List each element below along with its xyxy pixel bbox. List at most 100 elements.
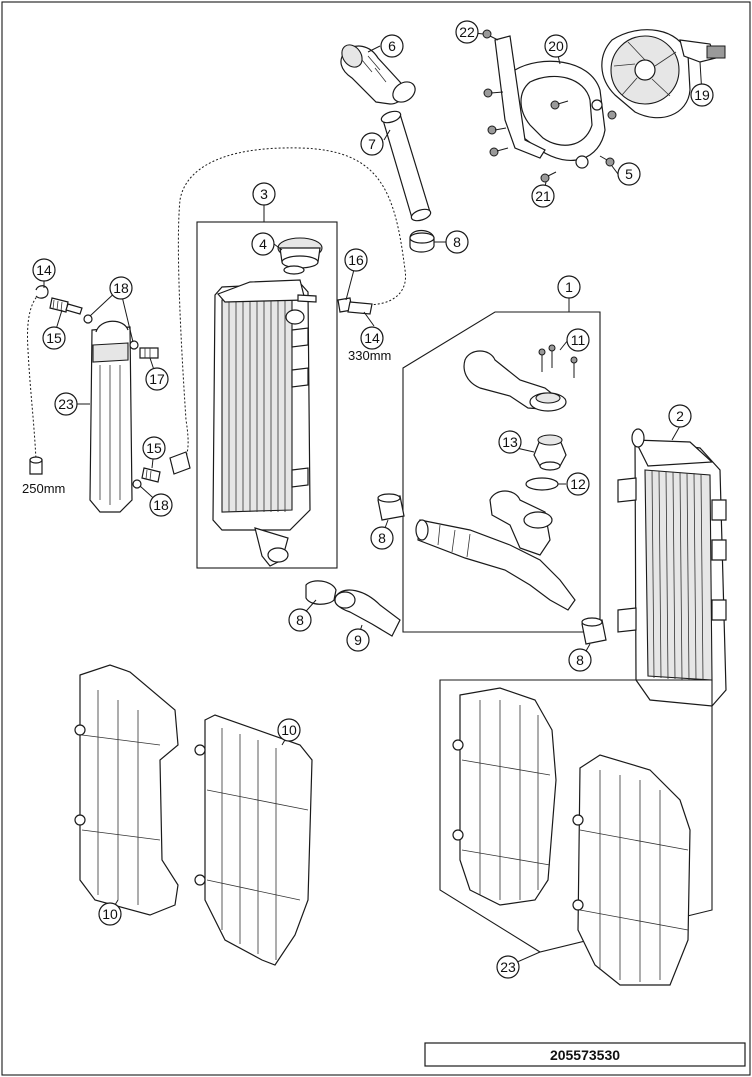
callout-8-a-label: 8 <box>453 234 461 250</box>
callout-23-a-label: 23 <box>58 396 74 412</box>
callout-15-b-label: 15 <box>146 440 162 456</box>
callout-19: 19 <box>690 83 714 107</box>
thermostat-housing-lower <box>415 490 576 611</box>
callout-16-circle <box>344 248 368 272</box>
radiator-hose <box>334 589 401 637</box>
callout-1-circle <box>557 275 581 299</box>
callout-4: 4 <box>251 232 275 256</box>
hose-nipple-lower <box>132 467 161 489</box>
callout-18-a: 18 <box>109 276 133 300</box>
hose-clamp-lower <box>305 580 337 605</box>
callout-12-label: 12 <box>570 476 586 492</box>
callout-4-circle <box>251 232 275 256</box>
callout-23-b-label: 23 <box>500 959 516 975</box>
radiator-guard-left <box>74 664 179 916</box>
callout-20-label: 20 <box>548 38 564 54</box>
callout-10-b-circle <box>277 718 301 742</box>
callout-4-label: 4 <box>259 236 267 252</box>
callout-2-circle <box>668 404 692 428</box>
callout-8-b-circle <box>370 526 394 550</box>
callout-1-label: 1 <box>565 279 573 295</box>
callout-10-a: 10 <box>98 902 122 926</box>
callout-22-label: 22 <box>459 24 475 40</box>
radiator-cap <box>277 237 323 275</box>
callout-9-label: 9 <box>354 632 362 648</box>
left-radiator <box>212 279 317 567</box>
callout-8-d-label: 8 <box>296 612 304 628</box>
callout-8-c-label: 8 <box>576 652 584 668</box>
callout-8-c: 8 <box>568 648 592 672</box>
callout-23-b: 23 <box>496 955 520 979</box>
thermostat-screws <box>538 344 578 378</box>
thermostat-kit-frame <box>402 311 601 633</box>
callout-15-b-circle <box>142 436 166 460</box>
callout-15-a: 15 <box>42 326 66 350</box>
thermostat-o-ring <box>525 477 559 491</box>
callout-3-circle <box>252 182 276 206</box>
hose-end-mid <box>169 451 191 475</box>
radiator-fan <box>601 29 726 119</box>
callout-14-b-label: 14 <box>364 330 380 346</box>
screws-fan <box>482 29 617 183</box>
callout-16: 16 <box>344 248 368 272</box>
callout-19-label: 19 <box>694 87 710 103</box>
callout-21-label: 21 <box>535 188 551 204</box>
overflow-hose-250 <box>27 291 43 461</box>
callout-14-a-circle <box>32 258 56 282</box>
callout-23-a-circle <box>54 392 78 416</box>
callout-9-circle <box>346 628 370 652</box>
callout-8-b: 8 <box>370 526 394 550</box>
callout-12: 12 <box>566 472 590 496</box>
hose-length-250: 250mm <box>22 481 65 496</box>
callout-8-d-circle <box>288 608 312 632</box>
drawing-code: 205573530 <box>550 1047 620 1063</box>
hose-clip-upper <box>35 285 49 299</box>
drain-plug <box>139 347 159 359</box>
callout-11-circle <box>566 328 590 352</box>
drawing-code-box <box>424 1042 746 1067</box>
callout-8-a: 8 <box>445 230 469 254</box>
hose-sleeve-right <box>377 493 405 521</box>
callout-19-circle <box>690 83 714 107</box>
callout-1: 1 <box>557 275 581 299</box>
callout-8-a-circle <box>445 230 469 254</box>
callout-6-label: 6 <box>388 38 396 54</box>
hose-sleeve-lower-right <box>581 617 607 645</box>
callout-8-d: 8 <box>288 608 312 632</box>
guard-set-left <box>452 687 557 906</box>
callout-15-a-circle <box>42 326 66 350</box>
callout-15-b: 15 <box>142 436 166 460</box>
hose-fitting <box>340 44 416 105</box>
callout-18-b-label: 18 <box>153 497 169 513</box>
thermostat-housing-top <box>463 350 567 412</box>
callout-18-a-circle <box>109 276 133 300</box>
coolant-pipe <box>380 110 432 222</box>
callout-20-circle <box>544 34 568 58</box>
radiator-guard-right <box>194 714 313 966</box>
callout-8-b-label: 8 <box>378 530 386 546</box>
callout-10-a-circle <box>98 902 122 926</box>
callout-2: 2 <box>668 404 692 428</box>
callout-16-label: 16 <box>348 252 364 268</box>
callout-3-label: 3 <box>260 186 268 202</box>
callout-7-circle <box>360 132 384 156</box>
thermostat <box>533 434 567 471</box>
fan-shroud <box>494 35 606 169</box>
callout-17-circle <box>145 367 169 391</box>
callout-5: 5 <box>617 162 641 186</box>
callout-5-circle <box>617 162 641 186</box>
hose-clamp-top <box>409 229 435 253</box>
hose-330-end <box>347 301 373 315</box>
hose-end-250 <box>29 456 43 475</box>
callout-18-b-circle <box>149 493 173 517</box>
callout-23-a: 23 <box>54 392 78 416</box>
callout-21: 21 <box>531 184 555 208</box>
callout-11-label: 11 <box>571 332 586 348</box>
callout-14-a-label: 14 <box>36 262 52 278</box>
hose-length-330: 330mm <box>348 348 391 363</box>
guard-set-right <box>572 754 691 986</box>
callout-17-label: 17 <box>149 371 165 387</box>
callout-14-a: 14 <box>32 258 56 282</box>
callout-14-b-circle <box>360 326 384 350</box>
